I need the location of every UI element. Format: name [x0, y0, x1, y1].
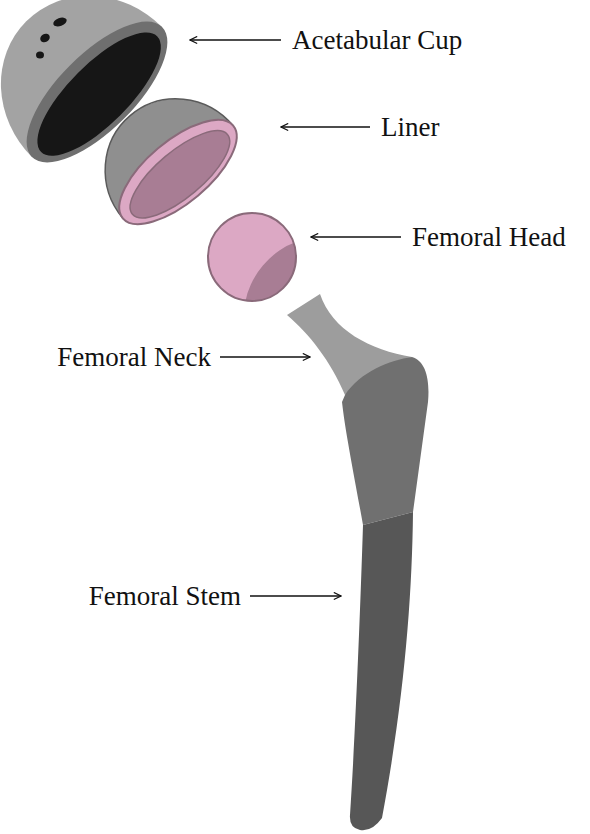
cup-holes	[36, 16, 68, 59]
part-label: Liner	[381, 114, 439, 141]
femoral-stem-body	[342, 357, 428, 525]
femoral-stem	[350, 512, 413, 830]
part-label: Femoral Stem	[89, 583, 241, 610]
part-label: Femoral Head	[412, 224, 566, 251]
leader-arrows	[190, 40, 401, 596]
liner	[75, 69, 253, 242]
part-label: Acetabular Cup	[292, 27, 462, 54]
part-label: Femoral Neck	[57, 344, 211, 371]
